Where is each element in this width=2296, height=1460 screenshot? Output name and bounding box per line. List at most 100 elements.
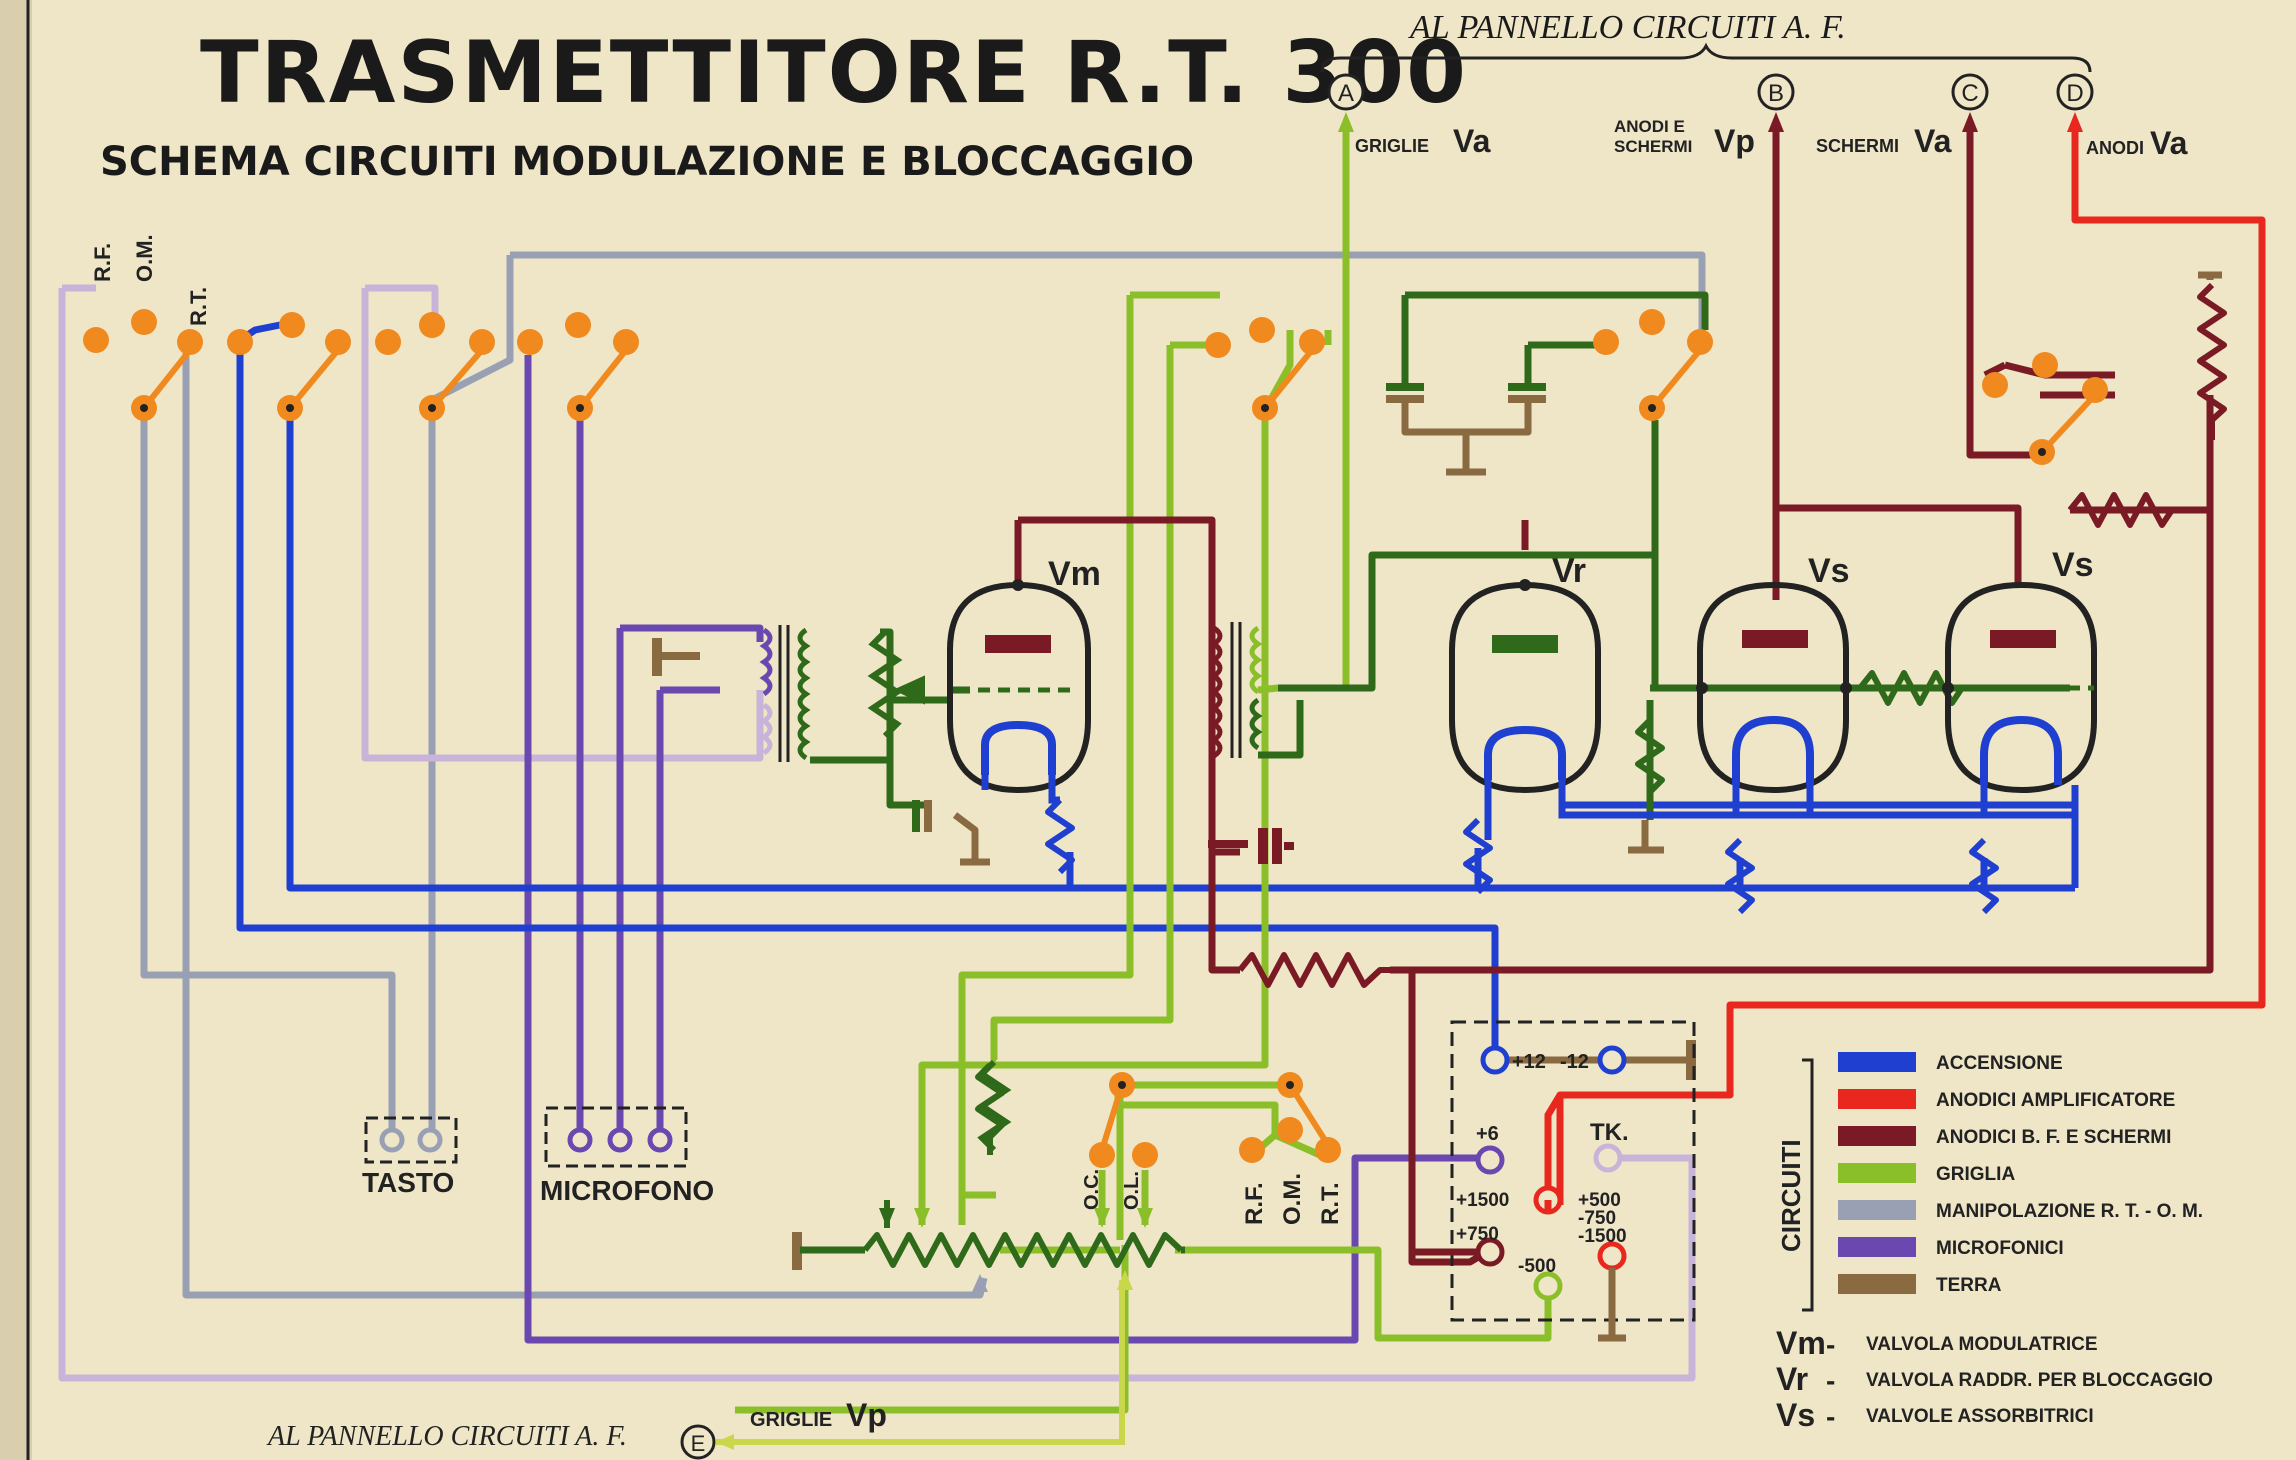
potentiometer-bias (976, 1059, 1012, 1153)
connector-e[interactable]: E (680, 1424, 716, 1460)
valve-legend-sym: Vs (1776, 1397, 1815, 1433)
label-griglie-vp: GRIGLIE (750, 1409, 832, 1431)
page-title: TRASMETTITORE R.T. 300 (200, 23, 1468, 123)
valve-legend-desc: VALVOLA RADDR. PER BLOCCAGGIO (1866, 1370, 2213, 1391)
svg-text:Vs: Vs (1808, 552, 1850, 590)
wires-terra (952, 271, 2222, 1342)
heater-links (981, 775, 2079, 840)
legend-item: ANODICI AMPLIFICATORE (1838, 1089, 2175, 1111)
switch-label-rt: R.T. (186, 287, 211, 326)
legend-label: ANODICI B. F. E SCHERMI (1936, 1127, 2171, 1148)
label-schermi: SCHERMI (1614, 137, 1692, 156)
label-vp-sym: Vp (1714, 123, 1755, 159)
legend-item: ACCENSIONE (1838, 1052, 2063, 1074)
legend-swatch (1838, 1200, 1916, 1220)
label-schermi-va-sym: Va (1914, 123, 1952, 159)
transformer-modulation (1209, 622, 1263, 759)
power-terminal-box (1450, 1020, 1696, 1322)
label-griglie-vp-sym: Vp (846, 1397, 887, 1433)
wires-microfonici (524, 355, 1490, 1344)
wires-griglia-dark (810, 291, 2070, 820)
valve-legend-dash: - (1826, 1329, 1835, 1360)
transformer-microphone (759, 625, 811, 762)
connector-a[interactable]: A (1327, 73, 1365, 111)
legend-label: TERRA (1936, 1275, 2002, 1296)
switch2-label-rf: R.F. (1241, 1182, 1268, 1225)
switch-label-rf: R.F. (90, 243, 115, 282)
label-anodi-va-sym: Va (2150, 125, 2188, 161)
page-subtitle: SCHEMA CIRCUITI MODULAZIONE E BLOCCAGGIO (100, 139, 1194, 185)
switch-label-om: O.M. (132, 234, 157, 282)
label-griglie-va: GRIGLIE (1355, 136, 1429, 156)
svg-text:D: D (2066, 80, 2083, 107)
wires-accensione (236, 321, 2079, 1064)
legend-label: ACCENSIONE (1936, 1053, 2063, 1074)
legend-swatch (1838, 1237, 1916, 1257)
wires-manipolazione-light (58, 284, 1696, 1382)
svg-text:A: A (1338, 80, 1354, 107)
valve-legend-sym: Vm (1776, 1325, 1826, 1361)
legend-label: GRIGLIA (1936, 1164, 2015, 1185)
legend-item: MANIPOLAZIONE R. T. - O. M. (1838, 1200, 2203, 1222)
capacitors (912, 383, 1546, 832)
valve-legend-desc: VALVOLE ASSORBITRICI (1866, 1406, 2094, 1427)
top-panel-label: AL PANNELLO CIRCUITI A. F. (1408, 9, 1846, 46)
term-p750: +750 (1456, 1224, 1499, 1245)
microfono-connector[interactable]: MICROFONO (540, 1106, 714, 1206)
label-schermi-va: SCHERMI (1816, 136, 1899, 156)
tasto-connector[interactable]: TASTO (362, 1116, 458, 1198)
valve-vs-1: Vs (1696, 552, 1852, 794)
top-panel-brace (1320, 42, 2092, 73)
legend-swatch (1838, 1089, 1916, 1109)
svg-text:Vs: Vs (2052, 546, 2094, 584)
svg-text:C: C (1961, 80, 1978, 107)
switch2-label-rt: R.T. (1317, 1182, 1344, 1225)
svg-text:Vr: Vr (1552, 552, 1586, 590)
term-p500: +500 (1578, 1190, 1621, 1211)
legend-swatch (1838, 1163, 1916, 1183)
legend-item: GRIGLIA (1838, 1163, 2015, 1185)
term-m500: -500 (1518, 1256, 1556, 1277)
legend-label: MICROFONICI (1936, 1238, 2064, 1259)
valve-legend-dash: - (1826, 1401, 1835, 1432)
legend-swatch (1838, 1274, 1916, 1294)
term-m1500: -1500 (1578, 1226, 1627, 1247)
switch2-label-om: O.M. (1279, 1173, 1306, 1225)
legend-swatch (1838, 1052, 1916, 1072)
valve-legend-desc: VALVOLA MODULATRICE (1866, 1334, 2098, 1355)
svg-text:Vm: Vm (1048, 555, 1101, 593)
connector-d[interactable]: D (2056, 73, 2094, 111)
legend-item: ANODICI B. F. E SCHERMI (1838, 1126, 2171, 1148)
legend-label: ANODICI AMPLIFICATORE (1936, 1090, 2175, 1111)
valve-vs-2: Vs (1942, 546, 2097, 794)
arrow-d (2067, 112, 2083, 132)
label-anodi-e: ANODI E (1614, 117, 1685, 136)
term-m12: -12 (1560, 1051, 1589, 1073)
legend-item: TERRA (1838, 1274, 2002, 1296)
ground-symbols (652, 638, 1696, 1270)
label-anodi-va: ANODI (2086, 138, 2144, 158)
legend-label: MANIPOLAZIONE R. T. - O. M. (1936, 1201, 2203, 1222)
valve-legend-sym: Vr (1776, 1361, 1808, 1397)
wires-anodici-amp (1556, 132, 2266, 1205)
svg-text:B: B (1768, 80, 1784, 107)
mode-label-oc: O.C. (1081, 1169, 1103, 1210)
svg-text:MICROFONO: MICROFONO (540, 1175, 714, 1206)
mode-label-ol: O.L. (1121, 1171, 1143, 1210)
arrow-a (1338, 112, 1354, 132)
term-p6: +6 (1476, 1123, 1499, 1145)
label-griglie-va-sym: Va (1453, 123, 1491, 159)
potentiometer-vm (867, 629, 925, 739)
switch-pivots (140, 404, 2046, 1089)
bottom-panel-label: AL PANNELLO CIRCUITI A. F. (266, 1421, 627, 1452)
connector-c[interactable]: C (1951, 73, 1989, 111)
svg-text:E: E (691, 1431, 706, 1456)
connector-b[interactable]: B (1757, 73, 1795, 111)
valve-vr: Vr (1449, 552, 1601, 794)
switch-arms (141, 348, 2098, 1151)
arrow-b (1768, 112, 1784, 132)
term-tk: TK. (1590, 1119, 1629, 1146)
